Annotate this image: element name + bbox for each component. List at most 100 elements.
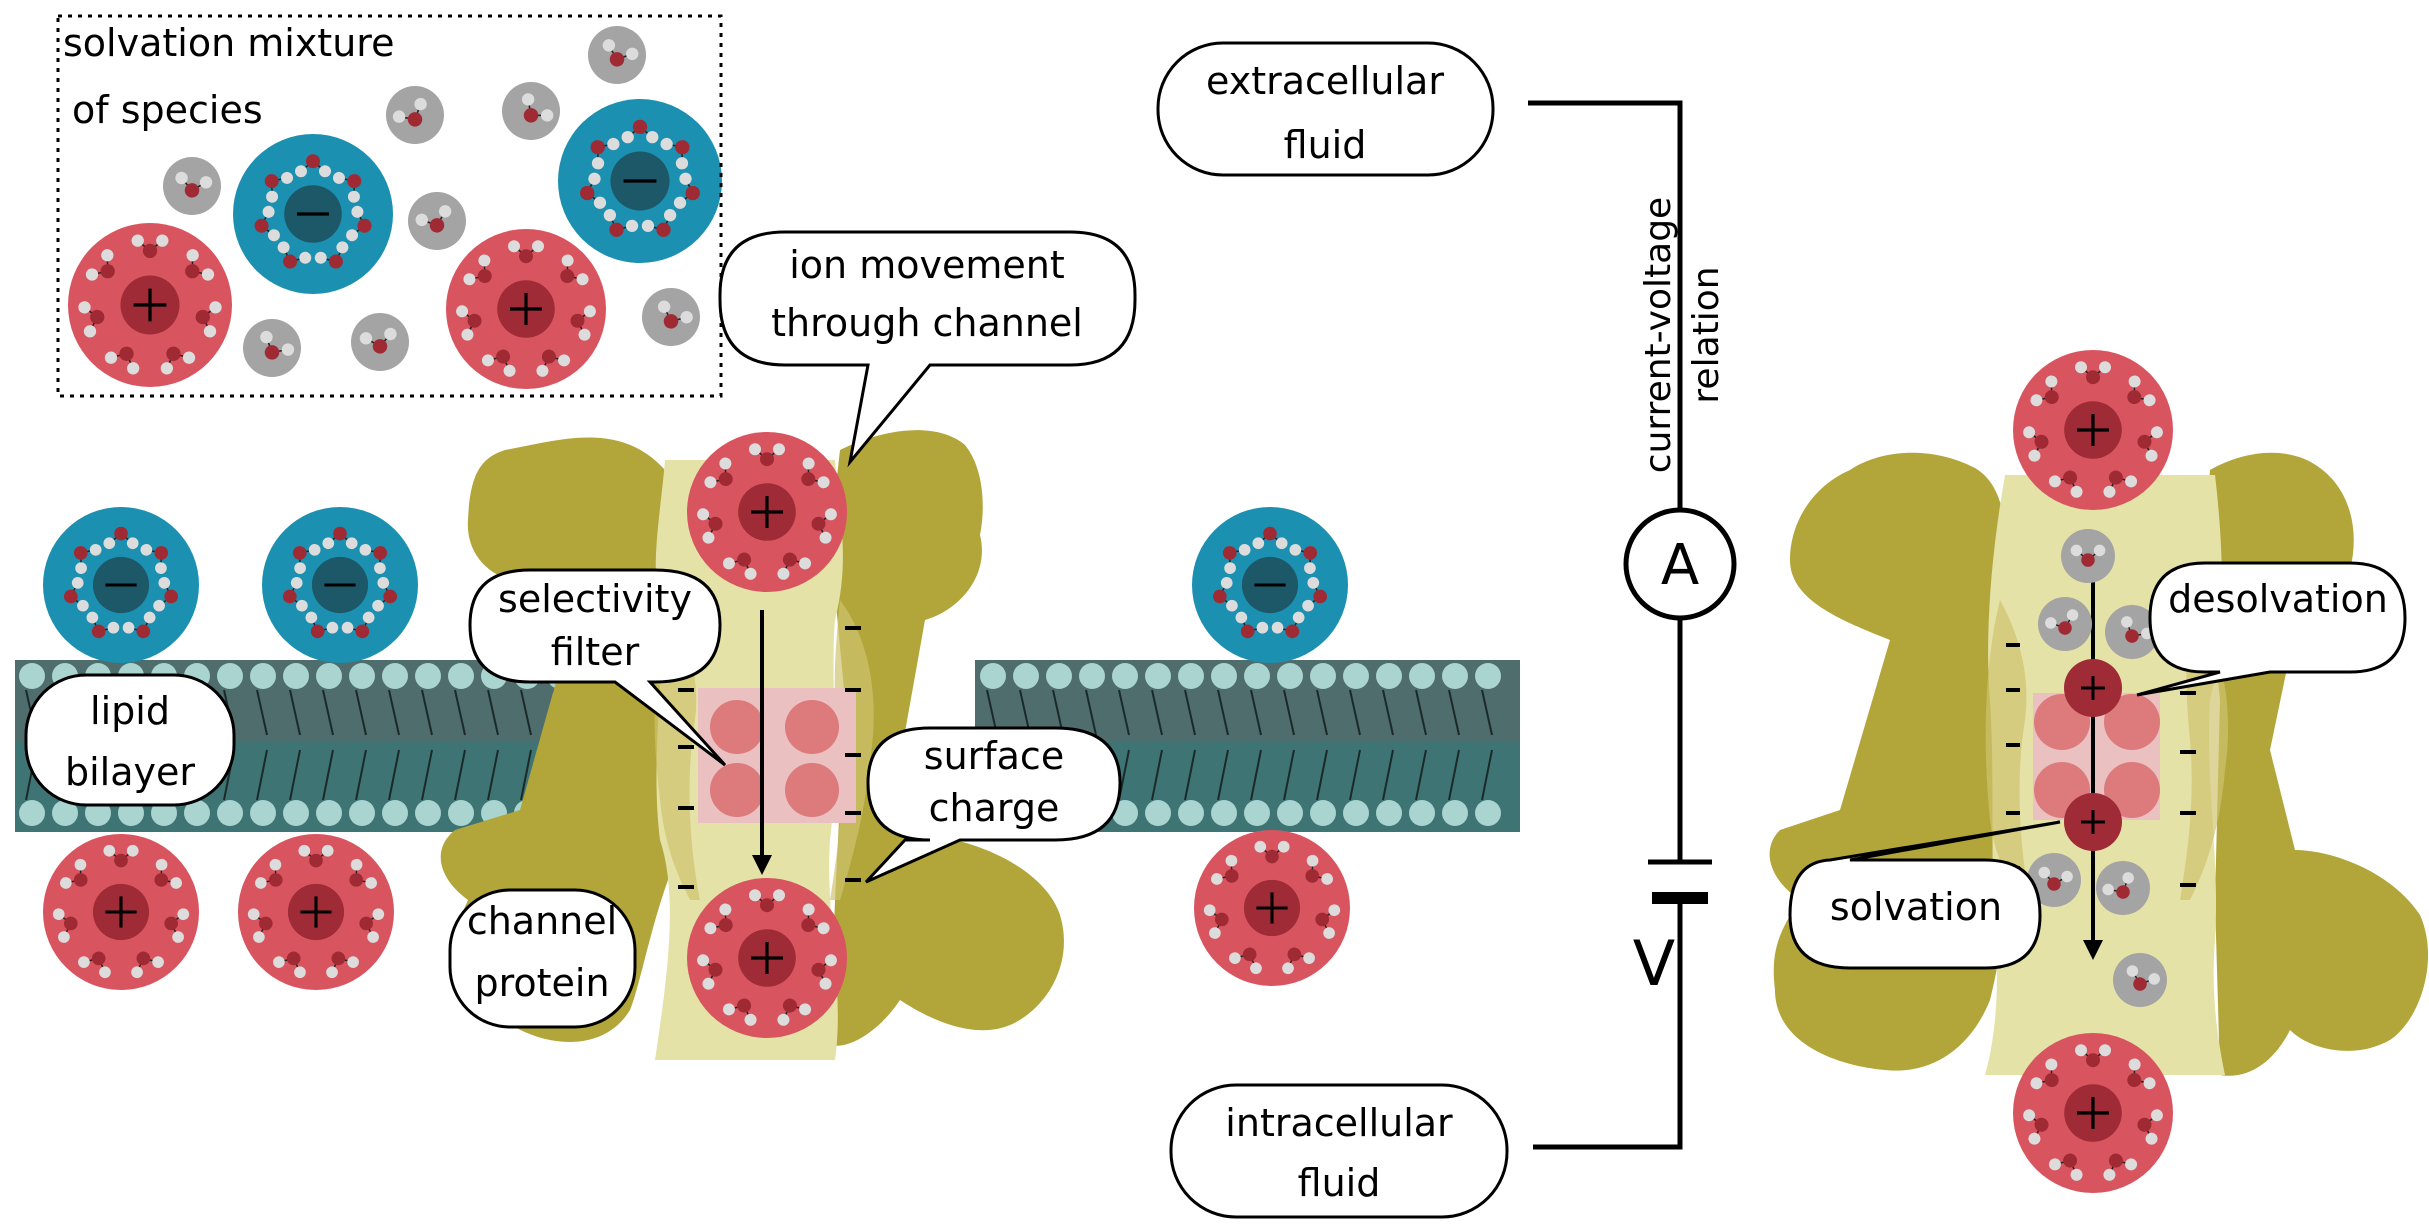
ions-and-water [43,26,2173,1193]
lipid-head [1145,800,1171,826]
lipid-head [250,663,276,689]
water-molecule-atoms [332,171,362,203]
water-molecule-atoms [103,844,139,868]
water-molecule-atoms [195,301,222,338]
water-molecule-atoms [1212,577,1238,612]
water-molecule-atoms [254,205,280,242]
bubble-selectivity-filter [468,568,727,767]
surface-charges-right [2006,643,2196,887]
water-molecule-atoms [346,205,372,242]
desolvated-cation [2064,793,2122,851]
water-molecule-atoms [2075,361,2111,385]
water-molecule-atoms [801,457,830,489]
lipid-tail [454,749,466,801]
water-molecule-atoms [722,552,757,580]
lipid-tail [1481,689,1493,736]
bubble-surface-charge [864,726,1122,884]
solvation-mixture-box [56,14,723,398]
plus-sign-icon [1256,892,1288,924]
lipid-tail [421,689,433,736]
water-molecule-atoms [175,171,213,198]
water-molecule [2061,529,2115,583]
lipid-tail [1184,689,1196,736]
water-molecule-atoms [359,908,385,943]
water-molecule [408,192,466,250]
pore-inner-left-shade [1985,600,2030,900]
cation [238,834,394,990]
water-molecule-atoms [372,577,398,612]
lipid-head [1211,800,1237,826]
water-molecule-atoms [481,349,516,377]
water-molecule [386,86,444,144]
water-molecule [642,288,700,346]
label-intracellular-line2: fluid [1298,1161,1381,1205]
water-molecule-atoms [2075,1044,2111,1068]
water-molecule-atoms [2121,616,2153,643]
label-surface-charge-line1: surface [924,734,1064,778]
water-molecule-atoms [1315,904,1341,939]
water-molecule-atoms [456,305,482,341]
lipid-head [1013,663,1039,689]
circuit-wire-top [1528,100,1683,510]
circuit-wire-bottom [1533,898,1683,1150]
water-molecule [2096,861,2150,915]
binding-site [785,763,839,817]
water-molecule-atoms [164,908,190,943]
water-molecule-atoms [1282,947,1315,975]
plus-sign-icon [2081,676,2105,700]
lipid-head [382,800,408,826]
lipid-head [316,800,342,826]
lipid-head [448,663,474,689]
lipid-head [1409,800,1435,826]
water-molecule-atoms [78,951,111,979]
lipid-tail [520,689,532,736]
label-bubbles [24,41,2407,1219]
water-molecule-atoms [154,858,183,889]
binding-site [785,700,839,754]
lipid-head [1211,663,1237,689]
lipid-head [1112,663,1138,689]
anion [558,99,722,263]
water-molecule-atoms [801,903,830,935]
water-molecule-atoms [2070,544,2106,567]
lipid-tail [388,749,400,801]
lipid-head [382,663,408,689]
water-molecule-atoms [603,209,639,237]
water-molecule-atoms [2030,1058,2059,1090]
lipid-head [217,800,243,826]
lipid-head [283,800,309,826]
water-molecule-atoms [536,349,571,377]
water-molecule [163,157,221,215]
bubble-solvation [1788,820,2061,970]
lipid-tail [1151,749,1163,801]
water-molecule [2113,953,2167,1007]
bubble-channel-protein [448,888,637,1029]
lipid-tail [1316,689,1328,736]
water-molecule [502,82,560,140]
lipid-head [19,800,45,826]
water-molecule-atoms [704,457,733,489]
lipid-head [349,663,375,689]
water-molecule [2027,853,2081,907]
lipid-tail [1448,689,1460,736]
binding-site [2104,694,2160,750]
lipid-tail [1151,689,1163,736]
water-molecule-atoms [392,97,427,127]
lipid-tail [1481,749,1493,801]
lipid-tail [1283,749,1295,801]
plus-sign-icon [2077,1097,2109,1129]
water-molecule-atoms [2045,609,2079,635]
water-molecule-atoms [273,951,306,979]
lipid-head [1244,663,1270,689]
lipid-head [1178,800,1204,826]
lipid-head [1277,663,1303,689]
water-molecule-atoms [570,305,596,341]
water-molecule-atoms [1271,611,1305,639]
water-molecule-atoms [73,543,102,574]
lipid-tail [1217,689,1229,736]
cation [687,432,847,592]
label-voltage: V [1633,927,1675,1000]
lipid-head [415,663,441,689]
water-molecule-atoms [277,241,312,269]
lipid-tail [1349,689,1361,736]
